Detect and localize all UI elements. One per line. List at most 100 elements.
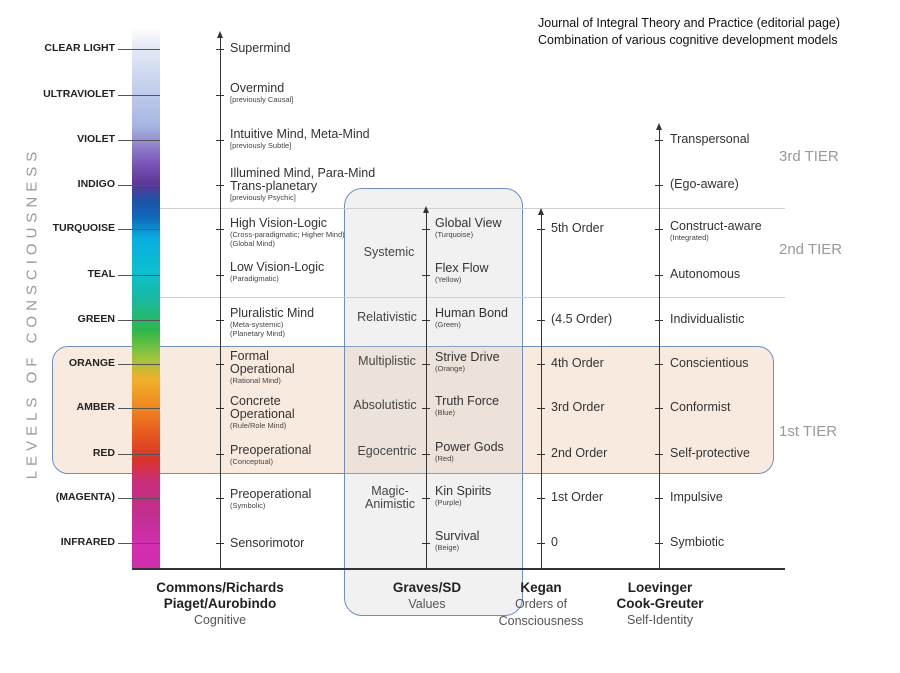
level-tick: [118, 320, 160, 321]
graves-meme: Power Gods(Red): [435, 440, 504, 464]
loevinger-column-title: Loevinger Cook-Greuter Self-Identity: [616, 580, 704, 627]
graves-stage: Multiplistic: [358, 354, 416, 368]
cognitive-item: Low Vision-Logic (Paradigmatic): [230, 260, 325, 284]
level-violet: VIOLET: [77, 133, 115, 145]
loevinger-item: (Ego-aware): [670, 177, 739, 191]
graves-sd-highlight-box: [344, 188, 523, 616]
tick: [216, 185, 224, 186]
graves-meme: Human Bond(Green): [435, 306, 508, 330]
tick: [422, 498, 430, 499]
kegan-item: 4th Order: [551, 356, 604, 370]
loevinger-item: Impulsive: [670, 490, 723, 504]
graves-meme: Kin Spirits(Purple): [435, 484, 492, 508]
cognitive-item: Intuitive Mind, Meta-Mind [previously Su…: [230, 127, 370, 151]
cognitive-item: Preoperational (Conceptual): [230, 443, 312, 467]
arrow-up-icon: [538, 208, 544, 215]
tick: [537, 229, 545, 230]
level-tick: [118, 543, 160, 544]
tick: [422, 275, 430, 276]
graves-meme: Strive Drive(Orange): [435, 350, 500, 374]
loevinger-item: Symbiotic: [670, 535, 725, 549]
graves-stage: Magic- Animistic: [364, 484, 415, 511]
levels-of-consciousness-label: LEVELS OF CONSCIOUSNESS: [23, 146, 41, 480]
tier-1st-label: 1st TIER: [779, 423, 838, 440]
level-tick: [118, 185, 160, 186]
tier-3rd-label: 3rd TIER: [779, 148, 839, 165]
tier-separator-3rd-2nd: [160, 208, 785, 209]
loevinger-item: Individualistic: [670, 312, 745, 326]
loevinger-item: Conformist: [670, 400, 731, 414]
arrow-up-icon: [217, 31, 223, 38]
level-amber: AMBER: [76, 401, 116, 413]
graves-stage: Relativistic: [357, 310, 417, 324]
tick: [537, 364, 545, 365]
graves-meme: Truth Force(Blue): [435, 394, 500, 418]
level-turquoise: TURQUOISE: [52, 222, 115, 234]
tick: [422, 454, 430, 455]
tick: [537, 498, 545, 499]
cognitive-axis: [220, 38, 221, 568]
graves-stage: Egocentric: [357, 444, 417, 458]
tick: [655, 364, 663, 365]
tick: [655, 140, 663, 141]
kegan-item: 3rd Order: [551, 400, 605, 414]
graves-stage: Absolutistic: [353, 398, 417, 412]
graves-meme: Survival(Beige): [435, 529, 480, 553]
graves-stage: Systemic: [363, 245, 415, 259]
arrow-up-icon: [656, 123, 662, 130]
loevinger-axis: [659, 130, 660, 568]
level-magenta: (MAGENTA): [55, 491, 115, 503]
level-tick: [118, 454, 160, 455]
cognitive-item: Illumined Mind, Para-Mind Trans-planetar…: [230, 166, 376, 203]
tick: [216, 275, 224, 276]
graves-column-title: Graves/SD Values: [392, 580, 462, 611]
level-infrared: INFRARED: [60, 536, 115, 548]
tick: [655, 408, 663, 409]
header-line-1: Journal of Integral Theory and Practice …: [538, 16, 841, 30]
graves-axis: [426, 213, 427, 568]
cognitive-item: Overmind [previously Causal]: [230, 81, 294, 105]
tick: [537, 320, 545, 321]
tick: [422, 229, 430, 230]
kegan-axis: [541, 215, 542, 568]
kegan-item: 5th Order: [551, 221, 604, 235]
level-red: RED: [92, 447, 115, 459]
level-tick: [118, 229, 160, 230]
tick: [216, 229, 224, 230]
level-teal: TEAL: [87, 268, 115, 280]
level-tick: [118, 498, 160, 499]
header-line-2: Combination of various cognitive develop…: [538, 33, 838, 47]
level-tick: [118, 95, 160, 96]
tier-separator-2nd-1st: [160, 297, 785, 298]
kegan-column-title: Kegan Orders of Consciousness: [498, 580, 584, 628]
tick: [655, 275, 663, 276]
cognitive-item: Preoperational (Symbolic): [230, 487, 312, 511]
kegan-item: 0: [551, 535, 558, 549]
arrow-up-icon: [423, 206, 429, 213]
kegan-item: 1st Order: [551, 490, 604, 504]
tick: [216, 364, 224, 365]
level-orange: ORANGE: [68, 357, 115, 369]
tick: [216, 543, 224, 544]
tick: [655, 320, 663, 321]
loevinger-item: Construct-aware(Integrated): [670, 219, 762, 243]
chart-baseline: [132, 568, 785, 570]
kegan-item: (4.5 Order): [551, 312, 613, 326]
tick: [216, 454, 224, 455]
level-tick: [118, 408, 160, 409]
tick: [422, 320, 430, 321]
tick: [216, 498, 224, 499]
tick: [422, 543, 430, 544]
loevinger-item: Autonomous: [670, 267, 741, 281]
tick: [655, 498, 663, 499]
tick: [422, 364, 430, 365]
cognitive-item: High Vision-Logic (Cross-paradigmatic; H…: [230, 216, 345, 249]
tick: [537, 454, 545, 455]
tick: [655, 543, 663, 544]
tier-2nd-label: 2nd TIER: [779, 241, 843, 258]
level-tick: [118, 364, 160, 365]
loevinger-item: Self-protective: [670, 446, 750, 460]
level-tick: [118, 140, 160, 141]
level-green: GREEN: [77, 313, 115, 325]
cognitive-item: Pluralistic Mind (Meta-systemic) (Planet…: [230, 306, 315, 339]
